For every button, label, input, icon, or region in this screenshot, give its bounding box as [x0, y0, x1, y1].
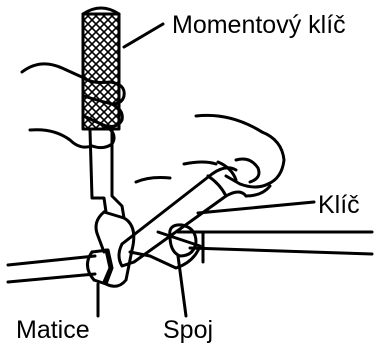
- wrench: [119, 168, 246, 268]
- nut: [87, 250, 112, 284]
- torque-wrench-head: [96, 212, 134, 286]
- pipe-left: [8, 256, 95, 282]
- label-torque-wrench: Momentový klíč: [172, 13, 346, 38]
- label-nut: Matice: [16, 318, 90, 343]
- leader-torque: [124, 24, 163, 47]
- torque-wrench: [83, 8, 124, 218]
- label-joint: Spoj: [163, 318, 213, 343]
- pipe-right: [178, 232, 372, 262]
- hand-lower: [136, 115, 284, 196]
- label-wrench: Klíč: [318, 193, 360, 218]
